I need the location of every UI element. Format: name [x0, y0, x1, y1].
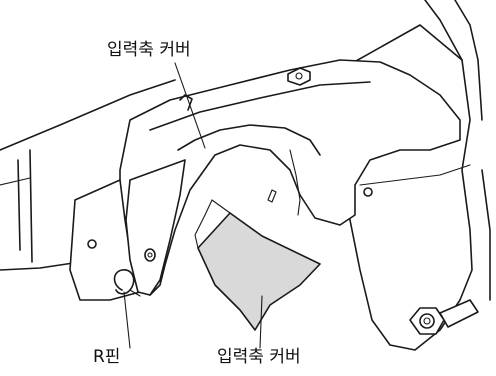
r-pin-label: R핀: [93, 347, 121, 367]
leader-r-pin: [123, 291, 131, 349]
leader-top-cover: [174, 62, 206, 149]
bolt-nut: [409, 299, 479, 335]
lower-input-shaft-cover: [194, 199, 321, 331]
tractor-frame: [0, 79, 176, 271]
bottom-cover-label: 입력축 커버: [217, 347, 301, 367]
hitch-bracket: [339, 0, 491, 351]
top-cover-label: 입력축 커버: [107, 40, 191, 60]
leader-lines: [123, 62, 263, 349]
leader-bottom-cover: [259, 295, 263, 349]
r-pin: [113, 269, 141, 297]
